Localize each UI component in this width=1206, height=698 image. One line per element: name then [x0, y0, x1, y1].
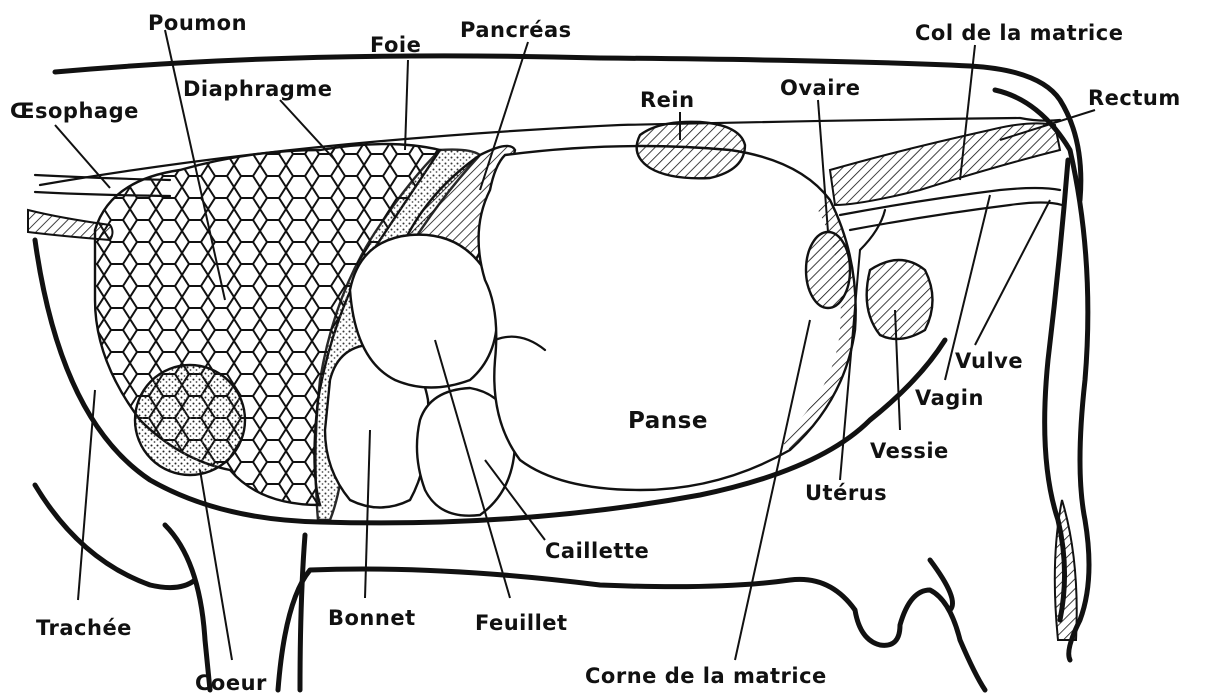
label-oesophage: Œsophage [10, 99, 139, 123]
label-vulve: Vulve [955, 349, 1023, 373]
mid-leg [300, 535, 305, 690]
label-caillette: Caillette [545, 539, 649, 563]
ovaire [806, 232, 850, 308]
label-foie: Foie [370, 33, 421, 57]
label-vessie: Vessie [870, 439, 949, 463]
label-trachee: Trachée [36, 616, 132, 640]
label-coeur: Coeur [195, 671, 267, 695]
label-ovaire: Ovaire [780, 76, 861, 100]
vessie [867, 260, 933, 339]
front-leg-inner [165, 525, 210, 690]
label-feuillet: Feuillet [475, 611, 568, 635]
label-col-matrice: Col de la matrice [915, 21, 1123, 45]
heart [135, 365, 245, 475]
front-leg [35, 485, 195, 588]
label-rectum: Rectum [1088, 86, 1181, 110]
label-corne-matrice: Corne de la matrice [585, 664, 827, 688]
label-bonnet: Bonnet [328, 606, 416, 630]
label-diaphragme: Diaphragme [183, 77, 332, 101]
label-rein: Rein [640, 88, 695, 112]
label-vagin: Vagin [915, 386, 984, 410]
tail-tuft [1055, 500, 1077, 640]
label-pancreas: Pancréas [460, 18, 572, 42]
reproductive-tract [830, 123, 1062, 250]
rein [637, 122, 745, 179]
label-poumon: Poumon [148, 11, 247, 35]
label-uterus: Utérus [805, 481, 887, 505]
label-panse: Panse [628, 408, 708, 434]
